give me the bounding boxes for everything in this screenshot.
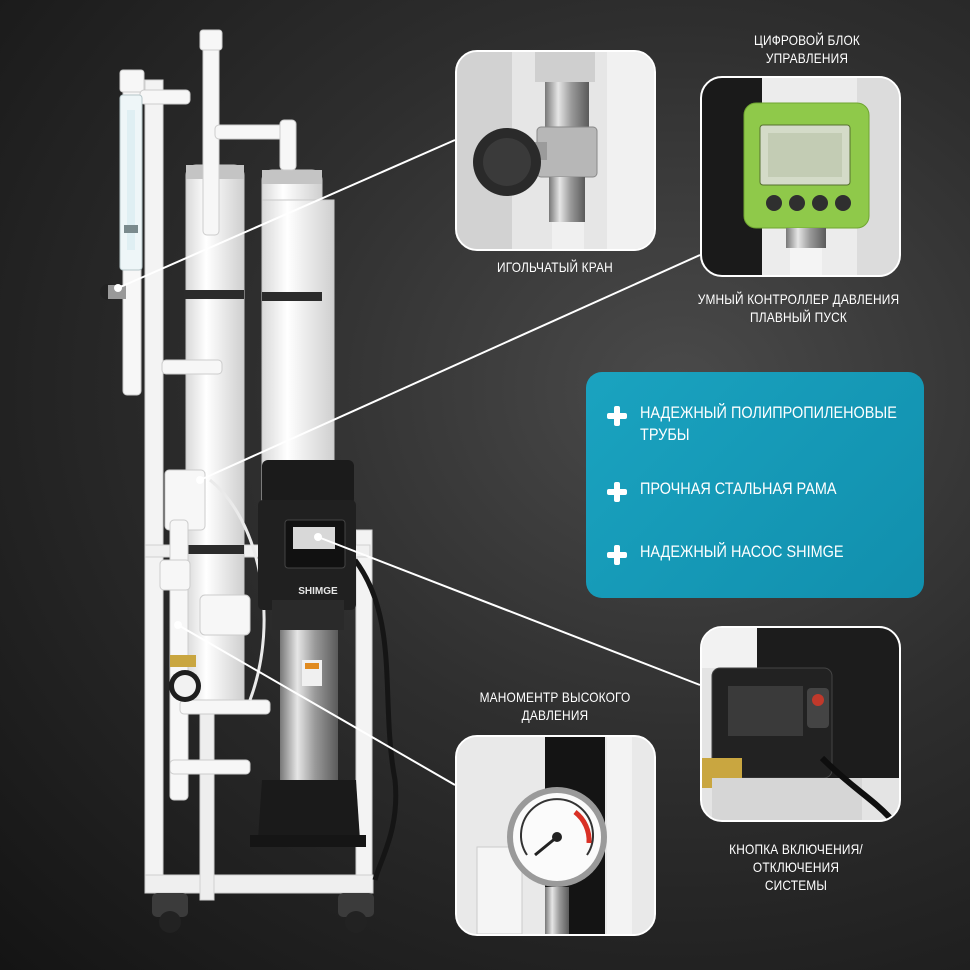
digital-controller-photo — [700, 76, 901, 277]
flowmeter — [119, 94, 143, 271]
features-card: НАДЕЖНЫЙ ПОЛИПРОПИЛЕНОВЫЕ ТРУБЫ ПРОЧНАЯ … — [586, 372, 924, 598]
pressure-gauge-label: МАНОМЕНТР ВЫСОКОГО ДАВЛЕНИЯ — [479, 689, 631, 723]
caster-wheels — [152, 893, 374, 933]
digital-block-label: ЦИФРОВОЙ БЛОК УПРАВЛЕНИЯ — [753, 32, 861, 66]
power-button-photo — [700, 626, 901, 822]
pressure-gauge-photo — [455, 735, 656, 936]
feature-item: ПРОЧНАЯ СТАЛЬНАЯ РАМА — [606, 478, 960, 503]
power-button-label: КНОПКА ВКЛЮЧЕНИЯ/ ОТКЛЮЧЕНИЯ СИСТЕМЫ — [729, 841, 863, 893]
feature-text: ПРОЧНАЯ СТАЛЬНАЯ РАМА — [640, 479, 837, 498]
callout-leader-lines — [114, 139, 701, 786]
frame-gauge — [169, 655, 201, 702]
feature-text: НАДЕЖНЫЙ ПОЛИПРОПИЛЕНОВЫЕ ТРУБЫ — [640, 403, 897, 444]
pump-brand-text: SHIMGE — [298, 586, 338, 597]
feature-item: НАДЕЖНЫЙ ПОЛИПРОПИЛЕНОВЫЕ ТРУБЫ — [606, 402, 960, 446]
needle-valve-photo — [455, 50, 656, 251]
polypropylene-pipes — [119, 29, 297, 801]
smart-controller-label: УМНЫЙ КОНТРОЛЛЕР ДАВЛЕНИЯ ПЛАВНЫЙ ПУСК — [697, 291, 900, 325]
plus-icon — [606, 405, 628, 427]
plus-icon — [606, 481, 628, 503]
shimge-pump: SHIMGE — [250, 460, 366, 847]
feature-item: НАДЕЖНЫЙ НАСОС SHIMGE — [606, 541, 960, 566]
needle-valve-label: ИГОЛЬЧАТЫЙ КРАН — [497, 259, 613, 275]
feature-text: НАДЕЖНЫЙ НАСОС SHIMGE — [640, 542, 844, 561]
plus-icon — [606, 544, 628, 566]
